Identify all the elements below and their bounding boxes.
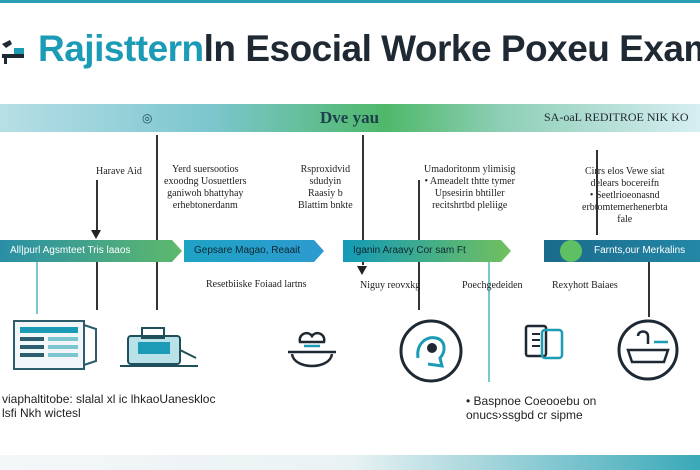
phase-2-label: Gepsare Magao, Reaait [194,245,301,256]
phase-3-bar: Iganin Araavy Cor sam Ft [343,240,511,262]
phase-4-bar: Farnts,our Merkalins [544,240,700,262]
caption-left: viaphaltitobe: slalal xl ic lhkaoUaneskl… [2,392,216,420]
connector-9 [488,262,490,382]
title-rest: ln Esocial Worke Poxeu Exam [203,28,700,69]
connector-1 [96,180,98,232]
top-accent-line [0,0,700,3]
phase-1-label: All|purl Agsmteet Tris laaos [10,245,131,256]
page-title: Rajistternln Esocial Worke Poxeu Exam [38,28,700,70]
note-1: Harave Aid [96,166,142,177]
header-right-label: SA-oaL REDITROE NIK KO [544,110,689,124]
note-5: Cirrs elos Vewe siat delears bocereifn •… [582,166,668,225]
connector-3 [362,135,364,265]
connector-8 [36,262,38,314]
sublabel-4: Rexyhott Baiaes [552,280,618,291]
connector-2 [156,135,158,310]
phase-4-label: Farnts,our Merkalins [594,245,686,256]
sublabel-2: Niguy reovxkg [360,280,421,291]
arrow-3 [357,266,367,275]
note-4: Umadoritonm ylimisig • Ameadelt thtte ty… [424,164,516,211]
note-2: Yerd suersootios exoodng Uosuettlers gan… [164,164,247,211]
bathtub-icon [617,319,679,381]
bottom-band [0,455,700,470]
tools-icon [2,40,24,64]
phase-3-label: Iganin Araavy Cor sam Ft [353,245,466,256]
head-profile-icon [399,319,463,383]
connector-7 [96,262,98,310]
cloud-bowl-icon [288,331,336,368]
briefcase-icon [120,327,198,367]
phase-4-dot [560,240,582,262]
timeline-header-band [0,104,700,132]
connector-6 [648,262,650,317]
title-accent: Rajisttern [38,28,204,69]
note-3: Rsproxidvid sdudyin Raasiy b Blattim bnk… [298,164,353,211]
document-stack-icon [13,320,97,370]
connector-5 [596,150,598,235]
sublabel-3: Poechgedeiden [462,280,523,291]
id-card-icon [524,324,564,360]
phase-1-bar: All|purl Agsmteet Tris laaos [0,240,182,262]
sublabel-1: Resetbiiske Foiaad lartns [206,279,307,290]
header-center-label: Dve yau [320,108,380,127]
phase-2-bar: Gepsare Magao, Reaait [184,240,324,262]
header-marker-icon: ◎ [142,111,153,125]
arrow-1 [91,230,101,239]
caption-right: • Baspnoe Coeooebu on onucs›ssgbd cr sip… [466,394,597,422]
